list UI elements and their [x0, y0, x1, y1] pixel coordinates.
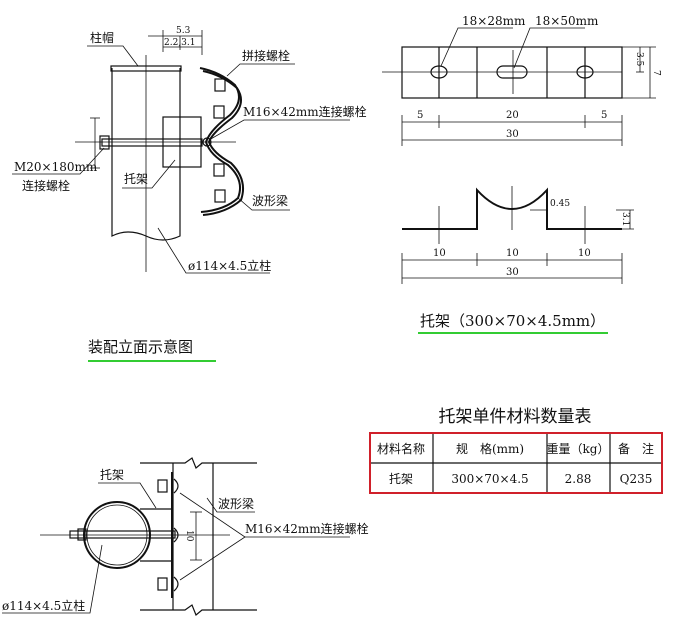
- plan-view: 10 托架 波形梁 M16×42mm连接螺栓 ø114×4.5立柱: [2, 457, 369, 616]
- hole-round: [576, 65, 594, 79]
- label-long-bolt-2: 连接螺栓: [22, 178, 70, 193]
- bracket-detail: 18×28mm 18×50mm 3.5 7 5 20 5 30 0.45 3.1…: [382, 14, 661, 334]
- label-cap: 柱帽: [90, 30, 114, 45]
- label-conn-bolt: M16×42mm连接螺栓: [243, 104, 367, 119]
- dim-parts: 2.2,3.1: [164, 38, 196, 48]
- dim-top-total: 30: [506, 129, 519, 140]
- elevation-view: 5.3 2.2,3.1 柱帽 拼接螺栓 M16×42mm连接螺栓 托架 波形梁 …: [12, 26, 367, 362]
- dim-total: 5.3: [176, 26, 191, 36]
- label-beam: 波形梁: [218, 496, 254, 511]
- label-long-bolt-1: M20×180mm: [14, 160, 98, 174]
- dim-top: 20: [506, 110, 519, 121]
- table-title: 托架单件材料数量表: [439, 407, 592, 427]
- long-bolt-nut: [99, 135, 110, 150]
- table-cell: Q235: [620, 472, 653, 486]
- label-bracket: 托架: [124, 172, 148, 186]
- table-cell: 300×70×4.5: [451, 472, 528, 486]
- dim-plan: 10: [184, 530, 194, 542]
- dim-top: 5: [417, 110, 423, 121]
- dim-depth: 3.1: [620, 212, 630, 226]
- plan-bolts: [157, 478, 179, 592]
- dim-half-height: 3.5: [634, 52, 644, 67]
- long-bolt: [69, 530, 176, 539]
- hole-round: [430, 65, 448, 79]
- label-splice-bolt: 拼接螺栓: [242, 48, 290, 63]
- dim-side-total: 30: [506, 267, 519, 278]
- long-bolt: [101, 138, 203, 147]
- post: [111, 68, 181, 241]
- table-header: 备 注: [618, 441, 654, 456]
- table-header: 规 格(mm): [456, 441, 524, 456]
- dim-side: 10: [506, 248, 519, 259]
- label-conn-bolt: M16×42mm连接螺栓: [245, 521, 369, 536]
- dim-height: 7: [651, 70, 661, 76]
- dim-side: 10: [578, 248, 591, 259]
- table-border: [369, 432, 663, 494]
- table-cell: 2.88: [565, 472, 592, 486]
- material-table: 托架单件材料数量表 材料名称 规 格(mm) 重量（kg） 备 注 托架 300…: [369, 407, 663, 494]
- elevation-title: 装配立面示意图: [88, 338, 193, 356]
- splice-bolts: [202, 78, 226, 203]
- beam-break-top: [140, 457, 257, 469]
- dim-thickness: 0.45: [550, 199, 570, 209]
- dim-top: 5: [601, 110, 607, 121]
- dim-side: 10: [433, 248, 446, 259]
- hole-slot: [496, 65, 528, 79]
- table-header: 重量（kg）: [547, 442, 610, 456]
- label-beam: 波形梁: [252, 193, 288, 208]
- table-cell: 托架: [389, 472, 413, 486]
- bracket-title: 托架（300×70×4.5mm）: [420, 312, 605, 330]
- beam-break-bottom: [140, 604, 257, 616]
- bracket-plan: [401, 46, 623, 99]
- label-hole-round: 18×28mm: [462, 14, 526, 28]
- label-bracket: 托架: [100, 468, 124, 482]
- post-cap: [110, 65, 182, 72]
- label-post: ø114×4.5立柱: [188, 258, 271, 273]
- table-header: 材料名称: [377, 441, 425, 456]
- label-post: ø114×4.5立柱: [2, 598, 85, 613]
- label-hole-slot: 18×50mm: [535, 14, 599, 28]
- post-section: [83, 501, 151, 569]
- bracket-arms: [140, 508, 172, 562]
